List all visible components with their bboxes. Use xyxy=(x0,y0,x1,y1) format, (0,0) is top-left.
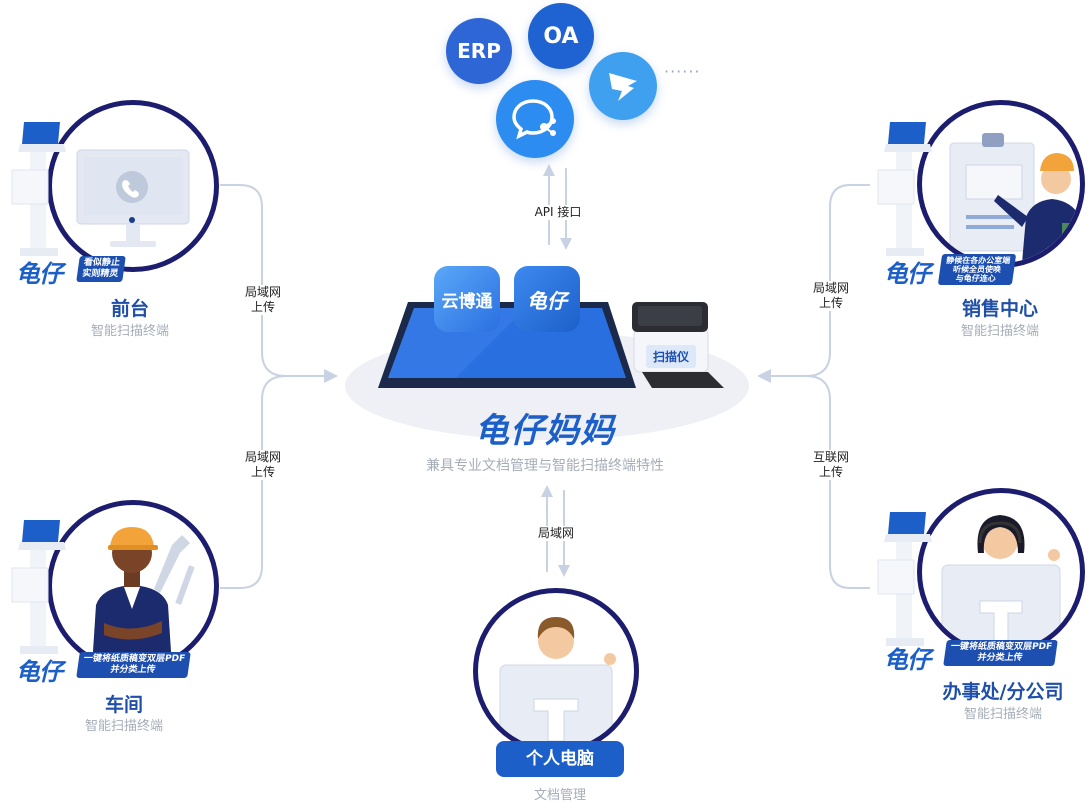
front-desk-title: 前台 xyxy=(110,298,149,320)
front-desk-illustration xyxy=(47,100,219,272)
sales-link-label: 局域网 上传 xyxy=(806,281,856,311)
office-link-label-line1: 互联网 xyxy=(812,450,849,464)
more-apps-ellipsis: ······ xyxy=(664,62,701,81)
app-tile-guizai: 龟仔 xyxy=(514,266,580,332)
sales-tag-line1: 静候在各办公室端 xyxy=(945,256,1011,265)
workshop-tag: 一键将纸质稿变双层PDF 并分类上传 xyxy=(76,652,192,678)
sales-subtitle: 智能扫描终端 xyxy=(960,324,1039,339)
office-kiosk-icon xyxy=(877,512,932,646)
front-desk-monitor xyxy=(76,149,190,247)
wechat-work-icon xyxy=(512,99,556,140)
front-desk-link-label-line1: 局域网 xyxy=(244,285,281,299)
pc-subtitle: 文档管理 xyxy=(533,788,586,803)
app-tile-guizai-label: 龟仔 xyxy=(527,288,567,313)
app-tile-yunbotong: 云博通 xyxy=(434,266,500,332)
dingtalk-bubble xyxy=(589,52,657,120)
operator-figure xyxy=(941,515,1061,651)
book-icon xyxy=(1062,223,1078,247)
sales-kiosk-icon xyxy=(877,122,932,256)
headset-icon xyxy=(978,521,1022,544)
worker-figure xyxy=(92,527,195,667)
tablet-device xyxy=(378,302,636,388)
sales-tag-line2: 听候全员使唤 xyxy=(952,265,1002,274)
pc-illustration xyxy=(473,588,639,754)
api-label: API 接口 xyxy=(532,205,584,220)
pc-user-figure xyxy=(499,617,616,749)
office-subtitle: 智能扫描终端 xyxy=(963,707,1042,722)
office-link-label-line2: 上传 xyxy=(818,465,843,479)
office-tag-line2: 并分类上传 xyxy=(976,653,1024,663)
scanner-label: 扫描仪 xyxy=(646,345,697,368)
brand-title: 龟仔妈妈 xyxy=(475,411,615,451)
office-link-label: 互联网 上传 xyxy=(806,450,856,480)
front-desk-kiosk-icon xyxy=(11,122,66,256)
erp-bubble: ERP xyxy=(446,18,512,84)
workshop-link-label-line2: 上传 xyxy=(250,465,275,479)
office-tag: 一键将纸质稿变双层PDF 并分类上传 xyxy=(943,640,1059,666)
workshop-subtitle: 智能扫描终端 xyxy=(84,719,163,734)
front-desk-brand: 龟仔 xyxy=(16,260,63,288)
workshop-tag-line2: 并分类上传 xyxy=(109,665,157,675)
dingtalk-icon xyxy=(609,73,637,101)
office-illustration xyxy=(917,488,1085,656)
front-desk-link-label: 局域网 上传 xyxy=(238,285,288,315)
sales-tag: 静候在各办公室端 听候全员使唤 与龟仔连心 xyxy=(937,254,1017,285)
front-desk-tag-line2: 实则精灵 xyxy=(81,269,120,279)
front-desk-subtitle: 智能扫描终端 xyxy=(90,324,169,339)
oa-bubble: OA xyxy=(528,3,594,69)
sales-tag-line3: 与龟仔连心 xyxy=(955,274,997,283)
workshop-tag-line1: 一键将纸质稿变双层PDF xyxy=(83,654,186,664)
wrench-icon xyxy=(154,535,190,593)
sales-link-label-line2: 上传 xyxy=(818,296,843,310)
workshop-link-label-line1: 局域网 xyxy=(244,450,281,464)
office-tag-line1: 一键将纸质稿变双层PDF xyxy=(950,642,1053,652)
presenter-figure xyxy=(949,133,1080,263)
workshop-link-label: 局域网 上传 xyxy=(238,450,288,480)
front-desk-link-label-line2: 上传 xyxy=(250,300,275,314)
phone-icon xyxy=(122,180,139,198)
workshop-title: 车间 xyxy=(104,694,143,716)
front-desk-tag-line1: 看似静止 xyxy=(83,258,121,268)
sales-brand: 龟仔 xyxy=(884,260,931,288)
sales-title: 销售中心 xyxy=(961,298,1038,320)
sales-link-label-line1: 局域网 xyxy=(812,281,849,295)
office-title: 办事处/分公司 xyxy=(942,681,1064,703)
pc-title-badge: 个人电脑 xyxy=(496,741,624,777)
front-desk-tag: 看似静止 实则精灵 xyxy=(76,256,126,282)
workshop-kiosk-icon xyxy=(11,520,66,654)
clipboard-clip-icon xyxy=(982,133,1004,147)
brand-tagline: 兼具专业文档管理与智能扫描终端特性 xyxy=(426,458,664,474)
erp-label: ERP xyxy=(457,39,501,63)
oa-label: OA xyxy=(543,23,579,49)
workshop-brand: 龟仔 xyxy=(16,658,63,686)
wechat-work-bubble xyxy=(496,80,574,158)
office-brand: 龟仔 xyxy=(884,646,931,674)
app-tile-yunbotong-label: 云博通 xyxy=(441,291,493,312)
pc-link-label: 局域网 xyxy=(531,526,581,541)
sales-illustration xyxy=(917,100,1085,268)
workshop-illustration xyxy=(47,500,219,672)
